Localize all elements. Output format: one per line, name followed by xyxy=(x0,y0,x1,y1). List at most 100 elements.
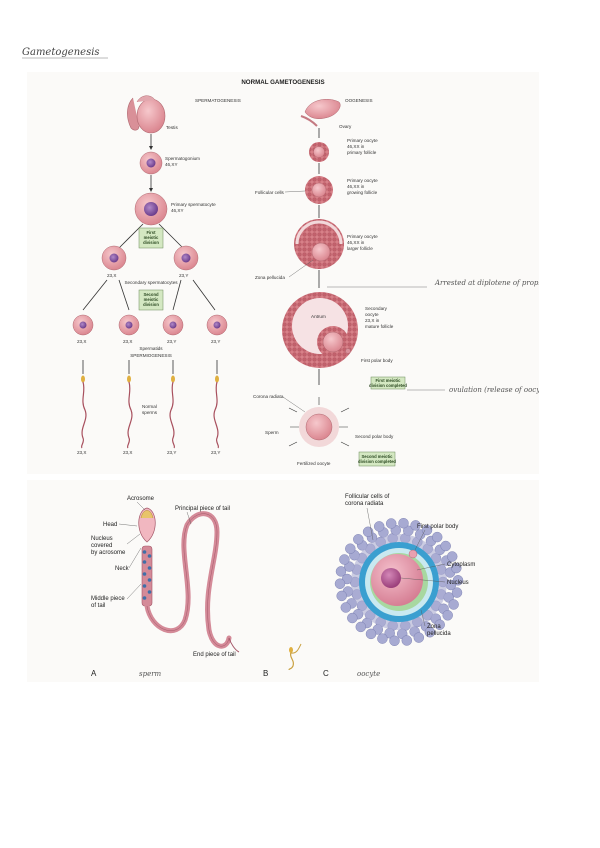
handwritten-note-ovulation: ovulation (release of oocyte) xyxy=(449,386,539,394)
panel-label-c: C xyxy=(323,669,329,678)
primary-oocyte-3-label: 46,XX in xyxy=(347,240,365,245)
leader-line xyxy=(282,396,306,413)
leader-line xyxy=(366,507,374,541)
corona-cell xyxy=(386,518,397,529)
ovary-icon xyxy=(300,99,341,127)
secondary-oocyte-label: 23,X in xyxy=(365,318,380,323)
corona-cell xyxy=(432,531,443,543)
corona-radiata-label: Corona radiata xyxy=(253,394,284,399)
first-meiotic-label: division xyxy=(143,240,159,245)
first-meiotic-division-box xyxy=(138,227,164,249)
primary-oocyte xyxy=(311,242,331,262)
first-polar-body-label: First polar body xyxy=(361,358,393,363)
corona-cell xyxy=(339,554,350,565)
primary-oocyte xyxy=(313,146,325,158)
panel-label-a: A xyxy=(91,669,97,678)
first-meiotic-label: First xyxy=(146,230,156,235)
primary-oocyte-2-label: Primary oocyte xyxy=(347,178,378,183)
primary-oocyte-1-label: Primary oocyte xyxy=(347,138,378,143)
nucleus xyxy=(146,158,156,168)
secondary-oocyte-label: oocyte xyxy=(365,312,379,317)
acrosome-label: Acrosome xyxy=(127,496,155,502)
spermatid-karyotype: 23,X xyxy=(123,339,132,344)
corona-cell xyxy=(345,543,356,554)
corona-cell xyxy=(398,518,409,529)
spermatid-karyotype: 23,X xyxy=(77,339,86,344)
corona-cell xyxy=(413,632,424,643)
cytoplasm-label: Cytoplasm xyxy=(447,562,475,568)
gametogenesis-svg: NORMAL GAMETOGENESIS SPERMATOGENESIS Tes… xyxy=(72,79,539,467)
corona-cell xyxy=(448,599,459,610)
spermatid-karyotype: 23,Y xyxy=(211,339,220,344)
corona-cell xyxy=(335,566,347,577)
primary-oocyte-1-label: primary follicle xyxy=(347,150,377,155)
primary-oocyte-2-label: growing follicle xyxy=(347,190,378,195)
zona-pellucida-label: pellucida xyxy=(427,631,451,637)
leader-line xyxy=(420,609,426,627)
corona-cell xyxy=(347,612,358,624)
sperm-oocyte-figure: Acrosome Principal piece of tail Head Nu… xyxy=(27,480,539,682)
arrow xyxy=(192,279,216,311)
leader-line xyxy=(416,563,446,571)
secondary-oocyte-label: mature follicle xyxy=(365,324,394,329)
sperm-karyotype: 23,Y xyxy=(211,450,220,455)
second-meiotic-completed-box xyxy=(358,451,396,467)
nucleus xyxy=(144,202,158,216)
secondary-oocyte xyxy=(322,331,344,353)
corona-cell xyxy=(389,635,400,647)
corona-cell xyxy=(374,521,385,532)
second-meiotic-division-box xyxy=(138,289,164,311)
primary-oocyte xyxy=(311,182,327,198)
leader-line xyxy=(414,529,426,551)
middle-piece-label: Middle piece xyxy=(91,596,125,602)
corona-cell xyxy=(451,562,462,574)
leader-line xyxy=(400,577,446,583)
second-meiotic-completed-label: division completed xyxy=(358,459,396,464)
sperm-diagram xyxy=(138,507,240,653)
zona-pellucida-label: Zona xyxy=(427,624,441,630)
corona-cell xyxy=(424,626,436,638)
follicular-cells-label: Follicular cells xyxy=(255,190,285,195)
corona-cell xyxy=(336,590,347,602)
leader-line xyxy=(126,533,141,545)
corona-cell xyxy=(434,619,445,630)
second-meiotic-completed-label: Second meiotic xyxy=(362,454,394,459)
corona-cell xyxy=(442,610,453,621)
primary-oocyte-2-label: 46,XX in xyxy=(347,184,365,189)
fertilized-oocyte-label: Fertilized oocyte xyxy=(297,461,331,466)
testis-icon xyxy=(127,95,166,134)
corona-cell xyxy=(452,575,464,586)
corona-cell xyxy=(355,621,366,633)
handwritten-title: Gametogenesis xyxy=(22,47,100,58)
primary-oocyte-3-label: larger follicle xyxy=(347,246,373,251)
secondary-oocyte-label: Secondary xyxy=(365,306,388,311)
corona-cell xyxy=(440,540,451,552)
follicular-cells-label: corona radiata xyxy=(345,501,384,507)
leader-line xyxy=(128,547,142,569)
leader-line xyxy=(118,523,138,527)
corona-cell xyxy=(377,633,388,644)
figure-title: NORMAL GAMETOGENESIS xyxy=(241,79,324,86)
arrowhead xyxy=(149,146,153,150)
middle-piece-label: of tail xyxy=(91,603,105,609)
primary-oocyte-1-label: 46,XX in xyxy=(347,144,365,149)
nucleus-covered-label: covered xyxy=(91,543,112,549)
spermatids-label: Spermatids xyxy=(139,346,163,351)
arrow xyxy=(82,279,108,311)
arrowhead xyxy=(149,188,153,192)
sperm-karyotype: 23,Y xyxy=(167,450,176,455)
normal-sperms-label: sperms xyxy=(142,410,158,415)
testis-label: Testis xyxy=(166,125,178,130)
secondary-karyotype: 23,Y xyxy=(179,273,188,278)
handwritten-note-arrested: Arrested at diplotene of prophase I xyxy=(434,279,539,287)
nucleus-covered-label: Nucleus xyxy=(91,536,113,542)
small-sperm-icon xyxy=(288,643,302,671)
corona-cell xyxy=(353,534,364,545)
sperm-oocyte-svg: Acrosome Principal piece of tail Head Nu… xyxy=(91,494,475,678)
nucleus xyxy=(181,253,191,263)
fertilized-oocyte xyxy=(288,397,350,447)
spermatogenesis-heading: SPERMATOGENESIS xyxy=(195,98,241,103)
gametogenesis-figure: NORMAL GAMETOGENESIS SPERMATOGENESIS Tes… xyxy=(27,72,539,474)
nucleus xyxy=(109,253,119,263)
sperm-icons xyxy=(80,375,220,449)
